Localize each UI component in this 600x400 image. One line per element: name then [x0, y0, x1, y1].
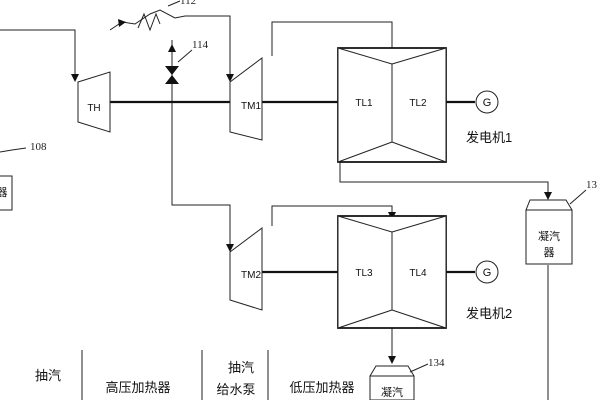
- ref-112-leader: [167, 0, 181, 7]
- generator-1: [475, 90, 499, 114]
- label-extract-1: 抽汽: [35, 368, 61, 383]
- ref-112: 112: [180, 0, 196, 7]
- turbine-th-label: TH: [87, 103, 100, 114]
- ref-134: 134: [428, 357, 445, 369]
- ref-114-leader: [177, 49, 193, 63]
- arrow-into-tm1: [226, 74, 234, 82]
- turbine-tl2: [391, 47, 447, 163]
- condenser-right-label-2: 器: [544, 246, 555, 259]
- generator-1-symbol: G: [483, 97, 492, 109]
- ref-134-leader: [409, 363, 429, 373]
- turbine-tm1: [229, 57, 263, 141]
- left-component-box: [0, 175, 13, 211]
- generator-2-symbol: G: [483, 267, 492, 279]
- arrow-up-114: [168, 44, 176, 52]
- left-component-label: 器: [0, 186, 8, 199]
- arrow-into-th: [71, 74, 79, 82]
- reheat-line: [109, 9, 231, 78]
- label-hp-heater: 高压加热器: [105, 380, 170, 395]
- generator-1-label: 发电机1: [466, 130, 512, 145]
- ref-108: 108: [30, 141, 47, 153]
- turbine-th: [77, 71, 111, 133]
- turbine-tm2: [229, 227, 263, 311]
- turbine-tm2-label: TM2: [241, 270, 261, 281]
- condenser-bottom-label: 凝汽: [381, 385, 403, 399]
- arrow-into-tm2: [226, 244, 234, 252]
- tm1-to-lp-line: [271, 21, 393, 56]
- turbine-tl1-label: TL1: [355, 98, 373, 109]
- generator-2-label: 发电机2: [466, 306, 512, 321]
- label-feed-pump: 给水泵: [216, 382, 255, 397]
- generator-2: [475, 260, 499, 284]
- tm2-supply-line: [171, 40, 231, 248]
- left-component-leader: [0, 147, 27, 153]
- arrow-reheater: [118, 19, 126, 27]
- tm2-to-lp-line: [271, 205, 393, 226]
- lp1-exhaust-line: [339, 162, 549, 196]
- arrow-into-condenser-right: [544, 192, 552, 200]
- main-steam-line: [0, 29, 76, 78]
- condenser-right-label-1: 凝汽: [538, 229, 560, 243]
- label-extract-2: 抽汽: [228, 360, 254, 375]
- turbine-tl4-label: TL4: [409, 268, 427, 279]
- reheater-coil: [137, 12, 161, 32]
- control-valve-114: [165, 66, 179, 84]
- turbine-tm1-label: TM1: [241, 101, 261, 112]
- ref-13x: 13: [586, 179, 598, 191]
- turbine-tl2-label: TL2: [409, 98, 427, 109]
- turbine-tl4: [391, 215, 447, 329]
- label-lp-heater: 低压加热器: [289, 380, 354, 395]
- ref-13x-leader: [569, 189, 587, 205]
- ref-114: 114: [192, 39, 209, 51]
- arrow-into-condenser-bottom: [388, 356, 396, 364]
- turbine-tl3-label: TL3: [355, 268, 373, 279]
